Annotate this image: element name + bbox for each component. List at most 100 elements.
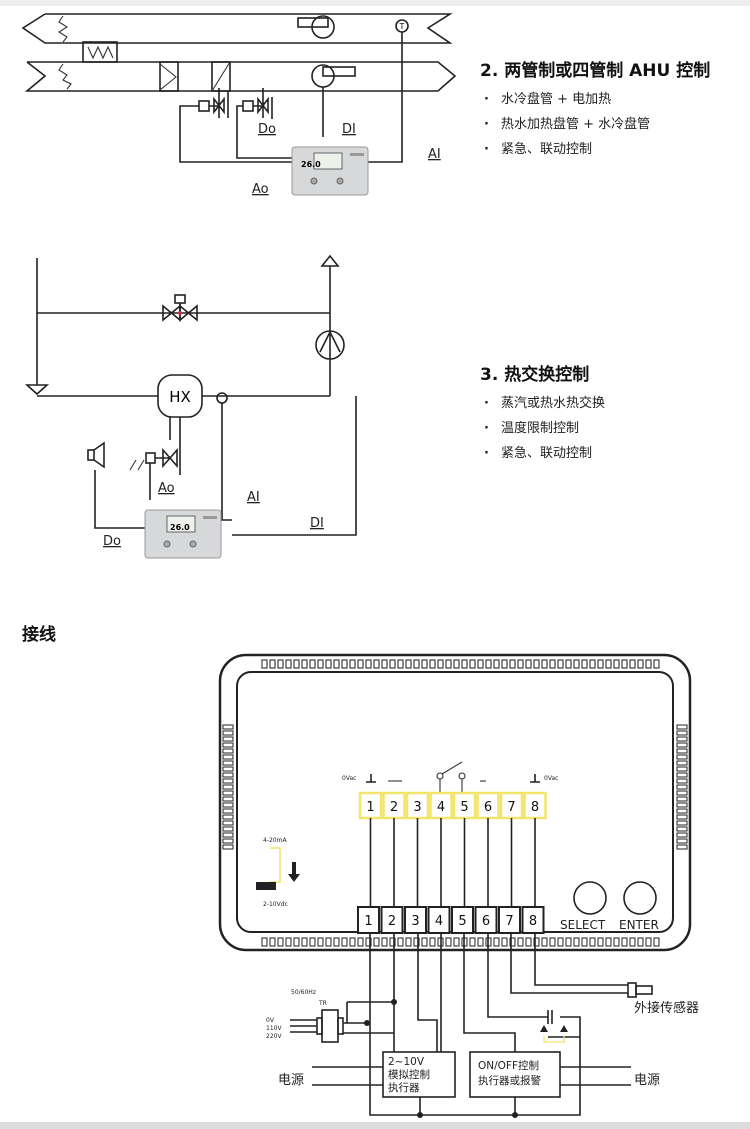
vent-slot [461, 659, 468, 669]
vent-slot [277, 659, 284, 669]
vent-slot [341, 659, 348, 669]
list-item: 蒸汽或热水热交换 [484, 391, 605, 416]
svg-text:50/60Hz: 50/60Hz [291, 989, 316, 996]
vent-slot [333, 937, 340, 947]
bypass-valve-icon [162, 294, 198, 322]
vent-slot [637, 659, 644, 669]
terminal-label: 4 [435, 914, 443, 929]
terminal-8 [521, 906, 545, 934]
vent-slot [357, 937, 364, 947]
vent-slot [421, 659, 428, 669]
vent-slot [676, 826, 688, 832]
vent-slot [357, 659, 364, 669]
heating-coil-icon [159, 61, 179, 92]
vent-slot [509, 659, 516, 669]
vent-slot [222, 736, 234, 742]
vent-slot [397, 659, 404, 669]
terminal-5 [451, 906, 474, 934]
vent-slot [397, 937, 404, 947]
vent-slot [222, 760, 234, 766]
inlet-arrow-icon [24, 384, 50, 396]
section3-title: 3. 热交换控制 [480, 365, 590, 385]
vent-slot [676, 742, 688, 748]
vent-slot [581, 659, 588, 669]
top-edge [0, 0, 750, 6]
vent-slot [676, 760, 688, 766]
vent-slot [645, 659, 652, 669]
vent-slot [222, 808, 234, 814]
hx-diagram: HX 26.0 Ao AI DI Do [24, 254, 357, 559]
svg-text:电源: 电源 [278, 1073, 304, 1088]
terminal-label: 2 [388, 914, 396, 929]
vent-slot [485, 659, 492, 669]
svg-text:Do: Do [103, 534, 121, 549]
vent-slot [285, 937, 292, 947]
vent-slot [565, 937, 572, 947]
enter-button[interactable] [623, 881, 657, 915]
temperature-sensor-icon [216, 392, 228, 404]
svg-text:T: T [399, 22, 405, 31]
vent-slots [222, 659, 688, 947]
select-button[interactable] [573, 881, 607, 915]
vent-slot [301, 659, 308, 669]
svg-text:执行器或报警: 执行器或报警 [478, 1074, 541, 1087]
vent-slot [676, 724, 688, 730]
transformer-icon [321, 1009, 339, 1043]
valve-icon [242, 88, 273, 119]
vent-slot [222, 748, 234, 754]
svg-text:ENTER: ENTER [619, 918, 659, 932]
return-fan-icon [297, 17, 329, 28]
vent-slot [557, 937, 564, 947]
vent-slot [676, 844, 688, 850]
vent-slot [676, 832, 688, 838]
vent-slot [676, 736, 688, 742]
svg-text:4-20mA: 4-20mA [263, 837, 287, 844]
terminal-3 [404, 906, 427, 934]
outlet-arrow-icon [320, 254, 340, 267]
vent-slot [222, 778, 234, 784]
vent-slot [557, 659, 564, 669]
svg-text:DI: DI [342, 122, 356, 137]
terminal-7 [498, 906, 521, 934]
vent-slot [222, 784, 234, 790]
terminal-label: 1 [364, 914, 372, 929]
list-item: 紧急、联动控制 [484, 137, 650, 162]
vent-slot [605, 659, 612, 669]
vent-slot [525, 659, 532, 669]
vent-slot [549, 937, 556, 947]
svg-text:26.0: 26.0 [301, 160, 321, 169]
terminal-label: 6 [482, 914, 490, 929]
svg-text:Do: Do [258, 122, 276, 137]
vent-slot [589, 659, 596, 669]
vent-slot [373, 659, 380, 669]
svg-text:0Vac: 0Vac [342, 775, 356, 782]
svg-text:执行器: 执行器 [388, 1081, 420, 1094]
vent-slot [413, 659, 420, 669]
vent-slot [549, 659, 556, 669]
vent-slot [501, 937, 508, 947]
vent-slot [517, 659, 524, 669]
terminal-label: 3 [411, 914, 419, 929]
vent-slot [533, 659, 540, 669]
vent-slot [309, 937, 316, 947]
bottom-edge [0, 1122, 750, 1129]
vent-slot [597, 937, 604, 947]
svg-text:0V: 0V [266, 1017, 275, 1024]
svg-text:SELECT: SELECT [560, 918, 606, 932]
wiring-title: 接线 [22, 625, 56, 645]
vent-slot [405, 659, 412, 669]
vent-slot [629, 659, 636, 669]
vent-slot [676, 772, 688, 778]
vent-slot [317, 937, 324, 947]
vent-slot [381, 937, 388, 947]
terminal-label: 7 [505, 914, 513, 929]
vent-slot [317, 659, 324, 669]
arrow-down-icon [288, 862, 300, 882]
vent-slot [453, 659, 460, 669]
vent-slot [676, 814, 688, 820]
vent-slot [222, 772, 234, 778]
vent-slot [676, 808, 688, 814]
vent-slot [541, 937, 548, 947]
